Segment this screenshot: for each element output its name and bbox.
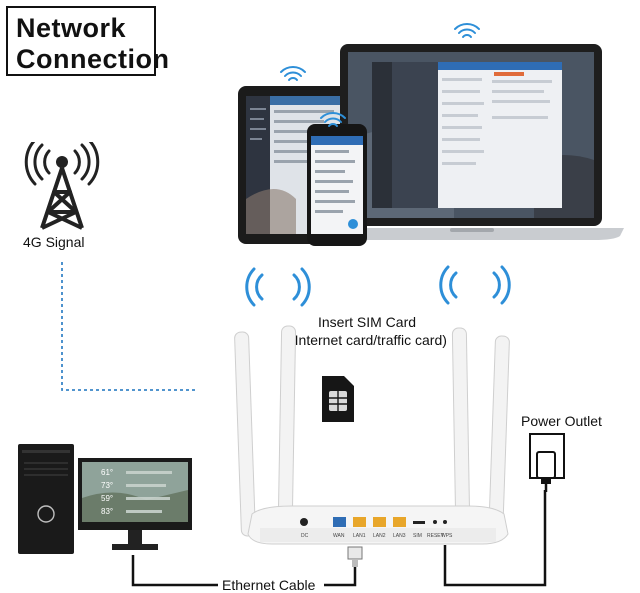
router [234,325,510,545]
sim-card-icon [322,376,354,422]
port-label-dc: DC [301,533,309,539]
sim-label-line-1: Insert SIM Card [318,314,417,330]
lan3-port [393,517,406,527]
reset-button [433,520,437,524]
monitor-value: 59° [101,494,114,503]
ethernet-cable-right [324,562,357,587]
title-line-1: Network [16,13,127,43]
port-label-wps: WPS [441,533,453,539]
dell-logo-icon [37,505,55,523]
monitor-value: 73° [101,481,114,490]
title-box: Network Connection [6,6,169,76]
laptop-image [334,44,624,240]
monitor-value: 61° [101,468,114,477]
wifi-icon [454,23,480,38]
power-cable [443,490,547,587]
port-label-lan3: LAN3 [393,533,406,539]
dc-port [300,518,308,526]
port-label-wan: WAN [333,533,345,539]
lan2-port [373,517,386,527]
wifi-icon [320,112,346,127]
cell-tower-icon [24,142,100,230]
signal-dashed-line [61,262,196,391]
ethernet-label: Ethernet Cable [222,577,316,593]
sim-label-line-2: (Internet card/traffic card) [290,332,447,348]
wifi-waves-icon [245,267,311,307]
monitor-value: 83° [101,507,114,516]
ethernet-plug-icon [347,546,363,567]
port-label-reset: RESET [427,533,444,539]
wps-button [443,520,447,524]
title-line-2: Connection [16,44,170,74]
desktop-computer [18,444,192,554]
port-label-lan2: LAN2 [373,533,386,539]
wifi-waves-icon [439,265,511,305]
port-label-sim: SIM [413,533,422,539]
lan1-port [353,517,366,527]
sim-slot [413,521,425,524]
power-label: Power Outlet [521,413,602,429]
power-plug-icon [529,433,565,492]
wan-port [333,517,346,527]
phone-image [307,124,367,246]
port-label-lan1: LAN1 [353,533,366,539]
wifi-icon [280,66,306,81]
signal-label: 4G Signal [23,234,85,250]
ethernet-cable-left [131,555,218,587]
